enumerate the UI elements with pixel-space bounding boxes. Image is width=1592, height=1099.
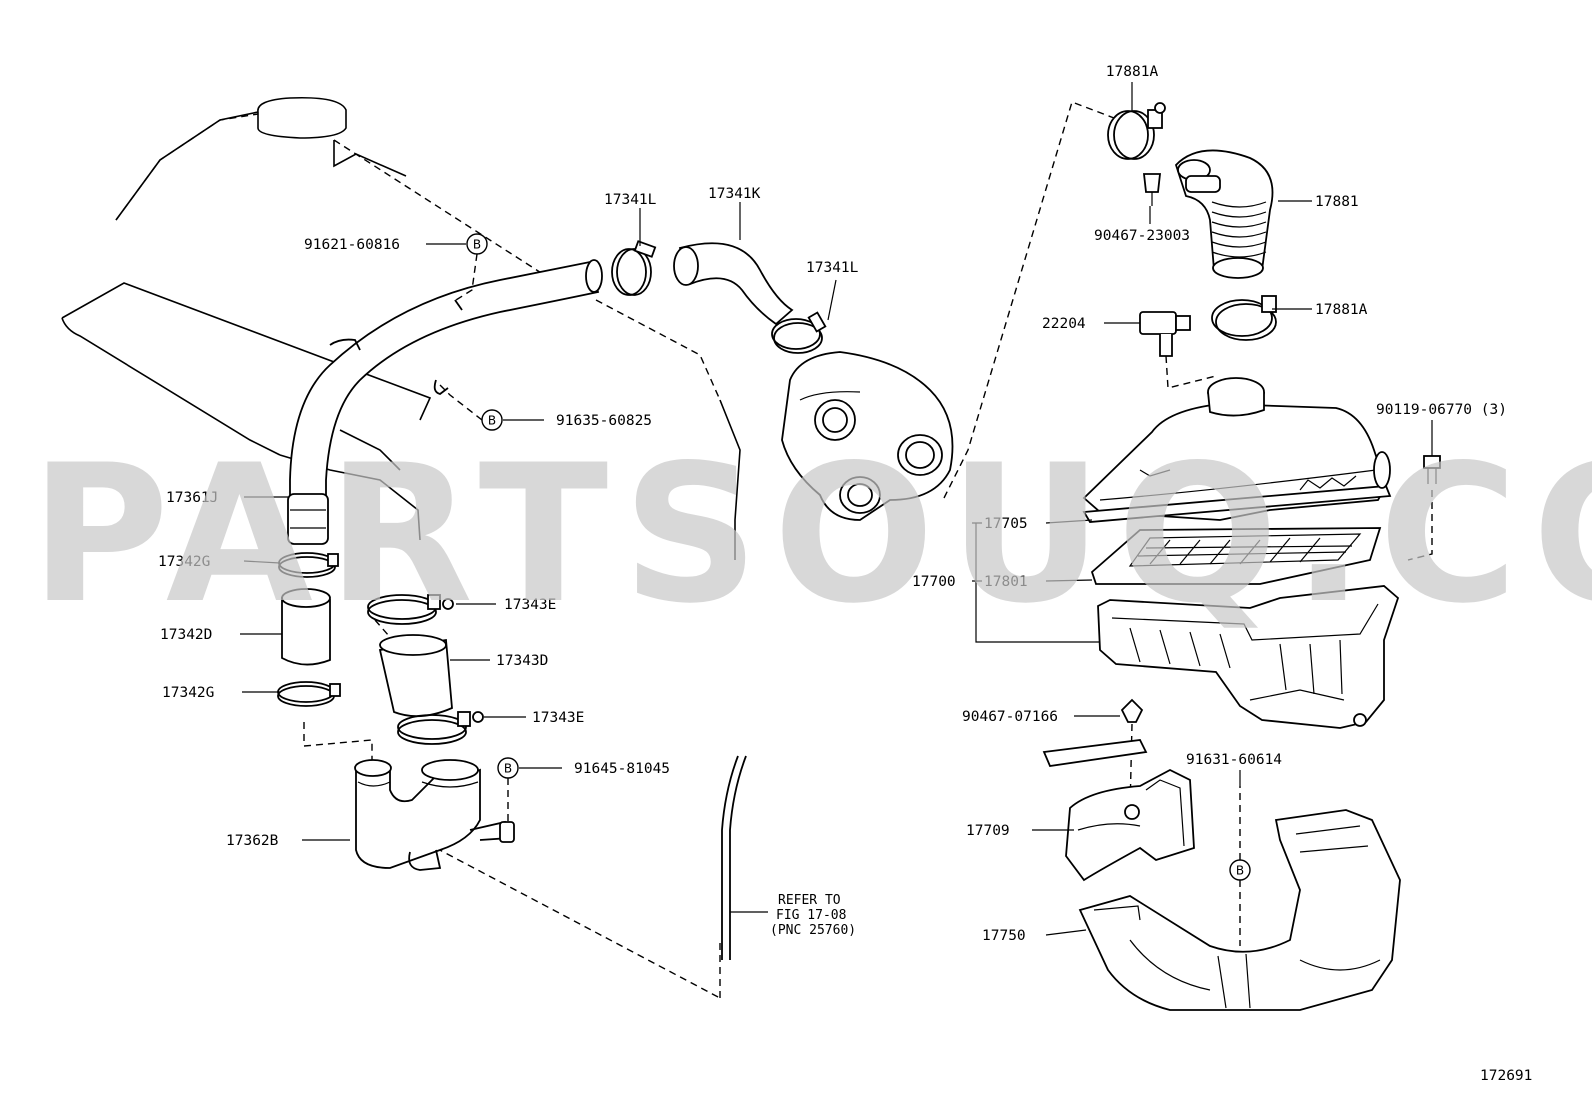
clamp-17881A-top <box>1107 102 1166 160</box>
hose-17881 <box>1174 149 1274 279</box>
refer-note-line1: REFER TO <box>778 893 841 908</box>
svg-text:B: B <box>504 762 512 776</box>
hose-17342D <box>281 588 331 666</box>
label-17750: 17750 <box>982 928 1026 944</box>
label-17342G-bottom: 17342G <box>162 685 214 701</box>
label-17343E-bottom: 17343E <box>532 710 584 726</box>
clamp-17341L-right <box>771 311 827 354</box>
watermark: PARTSOUQ.COM <box>30 424 1592 645</box>
filter-element-17801 <box>1090 527 1382 585</box>
duct-17750 <box>1078 809 1401 1011</box>
ref-b-marker-4: B <box>1229 859 1251 881</box>
label-22204: 22204 <box>1042 316 1086 332</box>
figure-number: 172691 <box>1480 1068 1532 1084</box>
hose-17341K <box>673 242 794 326</box>
part-labels: 17881A 17881 90467-23003 17881A 22204 90… <box>158 64 1532 1084</box>
air-cleaner-cap-17705 <box>1082 377 1392 523</box>
dash-90119 <box>1407 490 1433 561</box>
leader-lines <box>240 82 1433 936</box>
label-17361J: 17361J <box>166 490 218 506</box>
clamp-17881A-mid <box>1211 295 1277 341</box>
label-17881A-mid: 17881A <box>1315 302 1368 318</box>
dash-22204 <box>1165 355 1217 389</box>
clip-90467-07166 <box>1120 698 1144 723</box>
label-17362B: 17362B <box>226 833 279 849</box>
clamp-17343E-top <box>367 594 454 625</box>
label-17341L-left: 17341L <box>604 192 657 208</box>
label-17341L-right: 17341L <box>806 260 859 276</box>
sensor-22204 <box>1139 311 1191 357</box>
svg-text:B: B <box>473 238 481 252</box>
label-17342G-top: 17342G <box>158 554 210 570</box>
label-90467-07166: 90467-07166 <box>962 709 1058 725</box>
duct-17709 <box>1042 739 1195 882</box>
ref-b-marker-1: B <box>466 233 488 255</box>
svg-text:B: B <box>488 414 496 428</box>
label-17342D: 17342D <box>160 627 212 643</box>
hose-17343D <box>378 634 453 718</box>
label-17343D: 17343D <box>496 653 548 669</box>
dash-b1 <box>455 253 478 301</box>
label-17881: 17881 <box>1315 194 1359 210</box>
svg-text:B: B <box>1236 864 1244 878</box>
label-17341K: 17341K <box>708 186 761 202</box>
dash-b2 <box>439 384 483 421</box>
dash-90467-07166 <box>1129 723 1133 811</box>
label-90119-06770: 90119-06770 (3) <box>1376 402 1507 418</box>
label-17709: 17709 <box>966 823 1010 839</box>
label-17801: 17801 <box>984 574 1028 590</box>
label-91645-81045: 91645-81045 <box>574 761 670 777</box>
clamp-17342G-bottom <box>277 681 341 707</box>
ref-b-marker-3: B <box>497 757 519 779</box>
label-91631-60614: 91631-60614 <box>1186 752 1282 768</box>
bolt-90119-06770 <box>1423 455 1441 484</box>
label-17881A-top: 17881A <box>1106 64 1159 80</box>
label-17700: 17700 <box>912 574 956 590</box>
label-17705: 17705 <box>984 516 1028 532</box>
label-91635-60825: 91635-60825 <box>556 413 652 429</box>
guide-dash-left <box>303 722 373 760</box>
clamp-17341L-left <box>611 240 657 296</box>
pipe-17362B <box>354 759 515 871</box>
refer-note-line2: FIG 17-08 <box>776 908 846 923</box>
label-90467-23003: 90467-23003 <box>1094 228 1190 244</box>
label-91621-60816: 91621-60816 <box>304 237 400 253</box>
air-cleaner-case <box>1097 585 1400 729</box>
clip-90467-23003 <box>1142 173 1162 206</box>
throttle-body <box>781 351 954 521</box>
refer-note-line3: (PNC 25760) <box>770 923 856 938</box>
label-17343E-top: 17343E <box>504 597 556 613</box>
dash-to-17881A <box>943 101 1115 499</box>
intake-pipe-17361J <box>287 259 603 545</box>
clamp-17343E-bottom <box>397 711 484 745</box>
tube-refer-to <box>721 755 747 960</box>
